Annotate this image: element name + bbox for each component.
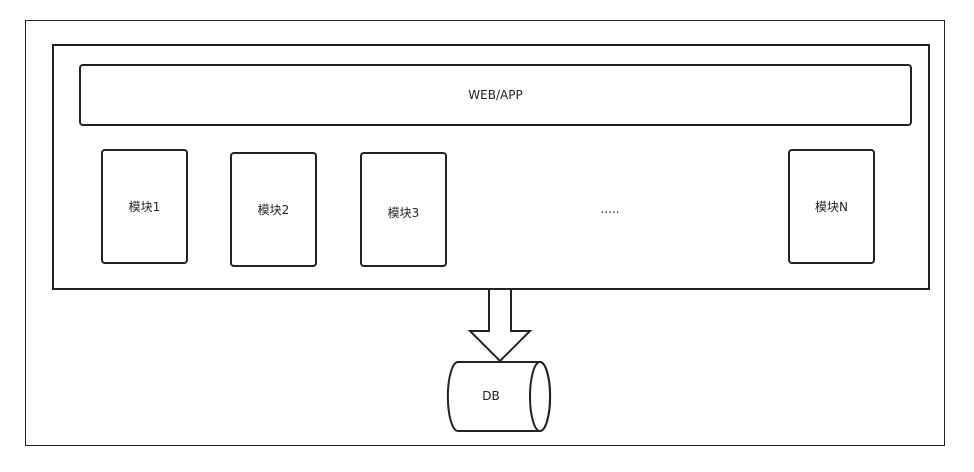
outer-frame	[25, 20, 945, 446]
module-n-box: 模块N	[788, 149, 875, 264]
module-1-box: 模块1	[101, 149, 188, 264]
module-1-label: 模块1	[128, 200, 161, 214]
web-app-label: WEB/APP	[468, 88, 523, 102]
module-3-label: 模块3	[387, 206, 420, 220]
database-icon	[446, 361, 552, 432]
down-arrow-icon	[467, 290, 533, 363]
module-2-box: 模块2	[230, 152, 317, 267]
web-app-box: WEB/APP	[79, 64, 912, 126]
ellipsis-text: .....	[600, 202, 620, 216]
app-container	[52, 44, 930, 290]
db-label: DB	[482, 389, 500, 403]
module-2-label: 模块2	[257, 203, 290, 217]
module-3-box: 模块3	[360, 152, 447, 267]
module-n-label: 模块N	[815, 200, 848, 214]
